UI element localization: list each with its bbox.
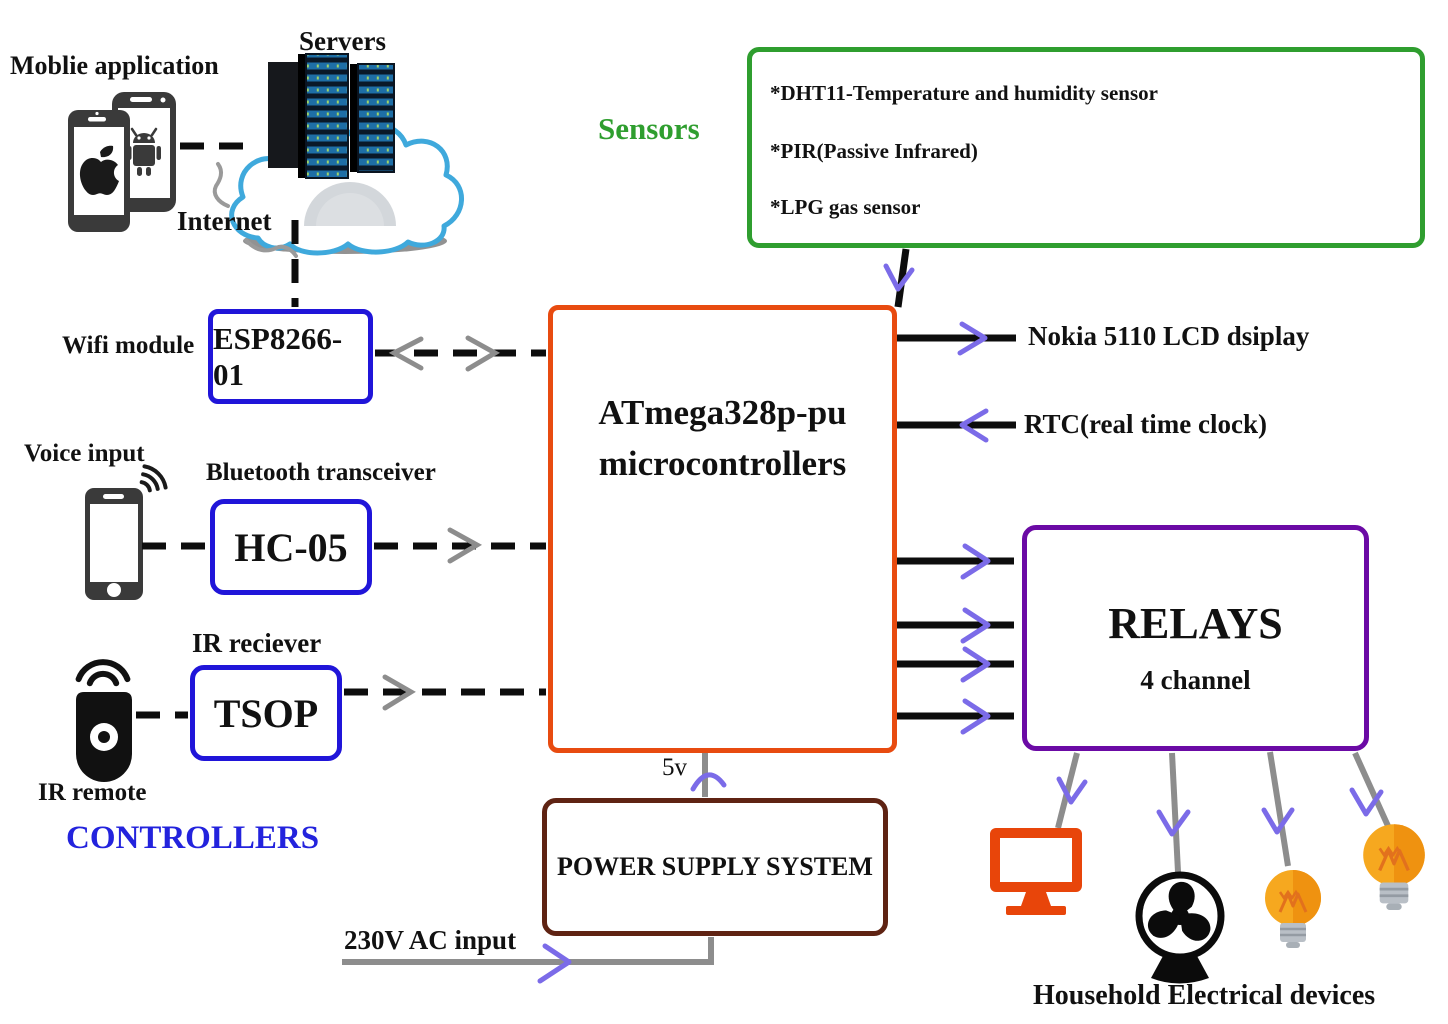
hc05-box: HC-05 (210, 499, 372, 595)
link-relay-fan (1169, 752, 1181, 873)
arrow-relay4 (960, 698, 991, 735)
arrow-right-hc05 (447, 527, 483, 564)
sensor-item-pir: *PIR(Passive Infrared) (770, 139, 978, 163)
voice-input-label: Voice input (24, 440, 145, 467)
arrow-rtc-left (959, 408, 989, 443)
sensors-title: Sensors (598, 111, 700, 146)
hc05-label: HC-05 (234, 524, 348, 570)
sensors-box: *DHT11-Temperature and humidity sensor *… (747, 47, 1425, 248)
arrow-monitor-down (1056, 776, 1088, 805)
link-relay-bulb2 (1352, 751, 1391, 828)
arrow-relay3 (960, 646, 991, 683)
mcu-label-line2: microcontrollers (598, 443, 847, 483)
ir-remote-label: IR remote (38, 779, 147, 806)
arrow-left-esp (388, 336, 424, 371)
signal-waves-icon (139, 464, 168, 493)
household-devices-label: Household Electrical devices (1033, 980, 1376, 1011)
microcontroller-box: ATmega328p-pu microcontrollers (548, 305, 897, 753)
power-supply-box: POWER SUPPLY SYSTEM (542, 798, 888, 936)
power-supply-label: POWER SUPPLY SYSTEM (557, 852, 873, 881)
link-ac-input (342, 937, 714, 965)
apple-logo-icon (79, 145, 119, 195)
dashed-links (136, 142, 546, 719)
purple-arrows (537, 263, 1384, 984)
internet-label: Internet (177, 206, 272, 236)
link-sensors-mcu (894, 248, 910, 308)
arrow-relay1 (960, 543, 991, 580)
link-relay-bulb1 (1267, 751, 1291, 867)
solid-links (894, 248, 1016, 720)
ac-input-label: 230V AC input (344, 925, 517, 955)
sensor-item-lpg: *LPG gas sensor (770, 195, 921, 219)
relays-title: RELAYS (1108, 599, 1283, 648)
esp8266-label: ESP8266-01 (213, 320, 343, 392)
arrow-lcd-right (957, 321, 988, 356)
cloud-servers-icon (229, 53, 464, 256)
arrow-fan-down (1156, 809, 1191, 837)
monitor-icon (990, 828, 1082, 915)
esp8266-box: ESP8266-01 (208, 309, 373, 404)
lcd-label: Nokia 5110 LCD dsiplay (1028, 321, 1310, 351)
tsop-label: TSOP (213, 690, 319, 736)
bulb-icon-1 (1263, 868, 1323, 950)
gray-arrowheads (382, 335, 501, 711)
five-v-label: 5v (662, 754, 687, 781)
ir-remote-icon (75, 659, 132, 782)
relays-box: RELAYS 4 channel (1022, 525, 1369, 751)
arrow-sensors-down (883, 263, 915, 292)
fan-icon (1135, 871, 1225, 984)
mobile-application-label: Moblie application (10, 51, 219, 80)
rtc-label: RTC(real time clock) (1024, 409, 1267, 439)
arrow-ac-right (537, 943, 572, 984)
relays-subtitle: 4 channel (1140, 665, 1251, 695)
arrow-right-esp (465, 335, 501, 372)
arrow-bulb1-down (1261, 807, 1295, 835)
bulb-icon-2 (1361, 822, 1427, 912)
ir-receiver-label: IR reciever (192, 628, 322, 658)
servers-label: Servers (299, 26, 386, 56)
mobile-phones-icon (68, 92, 176, 232)
tsop-box: TSOP (190, 665, 342, 761)
wifi-module-label: Wifi module (62, 332, 195, 359)
controllers-label: CONTROLLERS (66, 820, 320, 856)
arrow-relay2 (960, 607, 991, 644)
voice-phone-icon (85, 464, 168, 600)
arrow-bulb2-down (1349, 787, 1384, 817)
gray-links (342, 751, 1391, 965)
internet-squiggles (212, 162, 298, 258)
arrow-right-tsop (382, 674, 416, 711)
arrow-5v-up (690, 772, 727, 792)
mcu-label-line1: ATmega328p-pu (598, 393, 847, 432)
sensor-item-dht11: *DHT11-Temperature and humidity sensor (770, 81, 1158, 105)
bluetooth-transceiver-label: Bluetooth transceiver (206, 459, 436, 486)
